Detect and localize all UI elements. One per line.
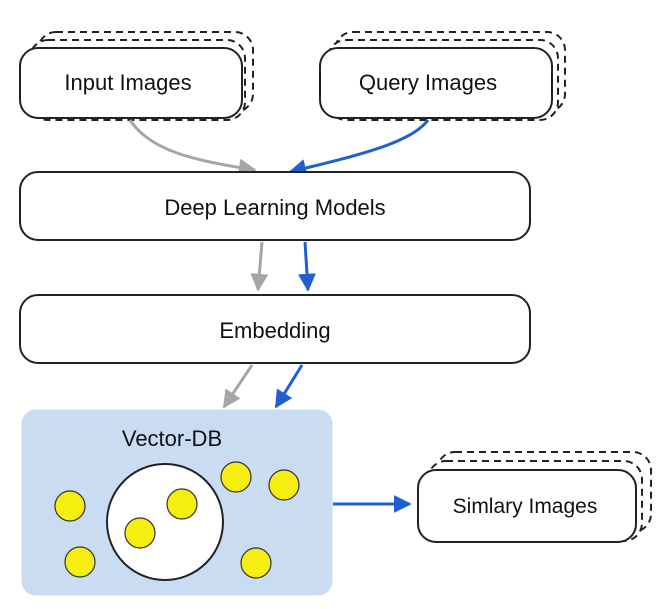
embedding-to-vectordb-gray-arrow xyxy=(222,364,254,409)
vector-point xyxy=(268,469,300,501)
vector-point xyxy=(240,547,272,579)
deep-learning-models-node: Deep Learning Models xyxy=(19,171,531,241)
query-neighborhood-circle xyxy=(106,463,224,581)
similar-images-label: Simlary Images xyxy=(453,495,598,518)
vector-db-node: Vector-DB xyxy=(21,409,333,596)
embedding-to-vectordb-blue-arrow xyxy=(274,364,304,409)
models-to-embedding-gray-arrow xyxy=(250,241,269,292)
vector-point xyxy=(124,517,156,549)
input-to-models-arrow xyxy=(128,119,257,177)
input-images-label: Input Images xyxy=(64,70,191,95)
similar-images-node: Simlary Images xyxy=(417,451,652,543)
input-images-node: Input Images xyxy=(19,31,254,121)
vector-point xyxy=(64,546,96,578)
embedding-label: Embedding xyxy=(219,318,330,343)
vector-point xyxy=(54,490,86,522)
query-images-label: Query Images xyxy=(359,70,497,95)
models-to-embedding-blue-arrow xyxy=(298,241,316,292)
deep-learning-models-label: Deep Learning Models xyxy=(164,195,385,220)
vector-point xyxy=(166,488,198,520)
vector-db-label: Vector-DB xyxy=(122,426,222,451)
query-images-node: Query Images xyxy=(319,31,566,121)
vector-points xyxy=(54,461,300,579)
embedding-node: Embedding xyxy=(19,294,531,364)
vector-point xyxy=(220,461,252,493)
query-to-models-arrow xyxy=(288,119,430,177)
